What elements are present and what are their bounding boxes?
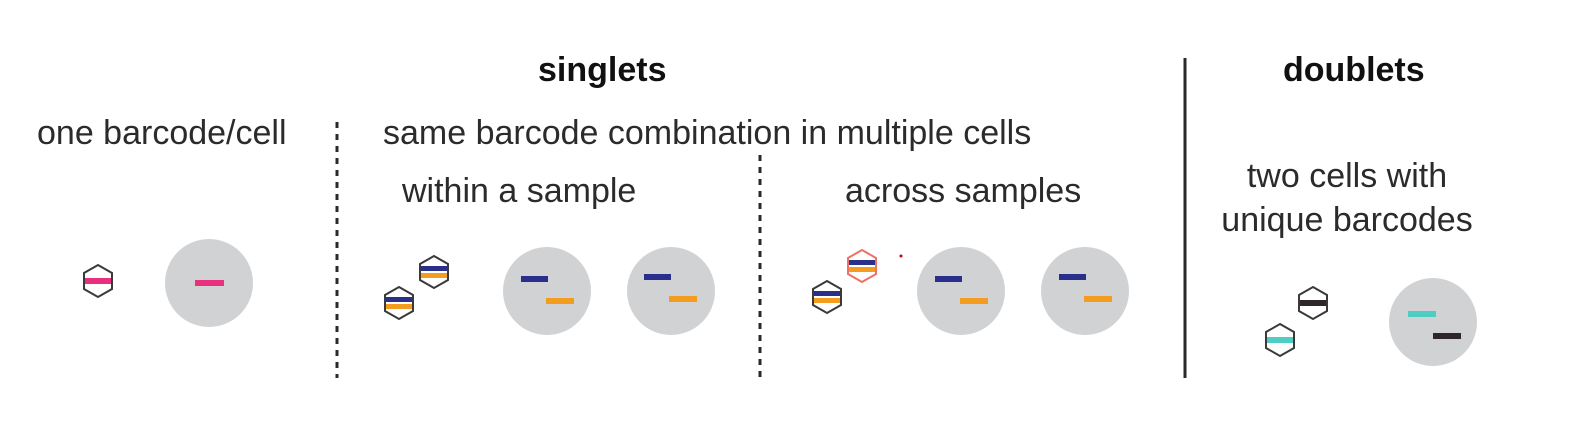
barcode-bar-icon [1084, 296, 1112, 302]
bead-hexagon-icon [384, 285, 414, 321]
two-cells-line1: two cells with [1246, 157, 1448, 195]
cell-circle-icon [1041, 247, 1129, 335]
cell-circle-icon [1389, 278, 1477, 366]
cell-circle-icon [503, 247, 591, 335]
two-cells-label: two cells with unique barcodes [1212, 154, 1482, 242]
barcode-bar-icon [1408, 311, 1436, 317]
barcode-bar-icon [935, 276, 962, 282]
bead-hexagon-icon [1265, 322, 1295, 358]
barcode-bar-icon [195, 280, 224, 286]
same-combination-label: same barcode combination in multiple cel… [383, 114, 1032, 152]
cell-circle-icon [917, 247, 1005, 335]
cell-circle-icon [627, 247, 715, 335]
barcode-bar-icon [849, 267, 875, 272]
two-cells-line2: unique barcodes [1221, 201, 1473, 239]
one-barcode-label: one barcode/cell [37, 114, 287, 152]
barcode-bar-icon [814, 291, 840, 296]
barcode-bar-icon [386, 297, 412, 302]
barcode-bar-icon [849, 260, 875, 265]
across-samples-label: across samples [845, 172, 1082, 210]
bead-hexagon-icon [812, 279, 842, 315]
barcode-bar-icon [1059, 274, 1086, 280]
within-sample-label: within a sample [402, 172, 637, 210]
barcode-bar-icon [669, 296, 697, 302]
barcode-bar-icon [421, 273, 447, 278]
barcode-bar-icon [521, 276, 548, 282]
barcode-bar-icon [386, 304, 412, 309]
barcode-bar-icon [421, 266, 447, 271]
cell-circle-icon [165, 239, 253, 327]
barcode-bar-icon [1267, 337, 1293, 343]
barcode-bar-icon [1300, 300, 1326, 306]
bead-hexagon-icon [419, 254, 449, 290]
bead-hexagon-highlight-icon [847, 248, 877, 284]
barcode-bar-icon [814, 298, 840, 303]
barcode-bar-icon [85, 278, 111, 284]
barcode-bar-icon [644, 274, 671, 280]
bead-hexagon-icon [1298, 285, 1328, 321]
doublets-heading: doublets [1283, 51, 1425, 89]
barcode-bar-icon [960, 298, 988, 304]
barcode-bar-icon [546, 298, 574, 304]
barcode-bar-icon [1433, 333, 1461, 339]
bead-hexagon-icon [83, 263, 113, 299]
dot-icon [899, 254, 903, 258]
singlets-heading: singlets [538, 51, 667, 89]
